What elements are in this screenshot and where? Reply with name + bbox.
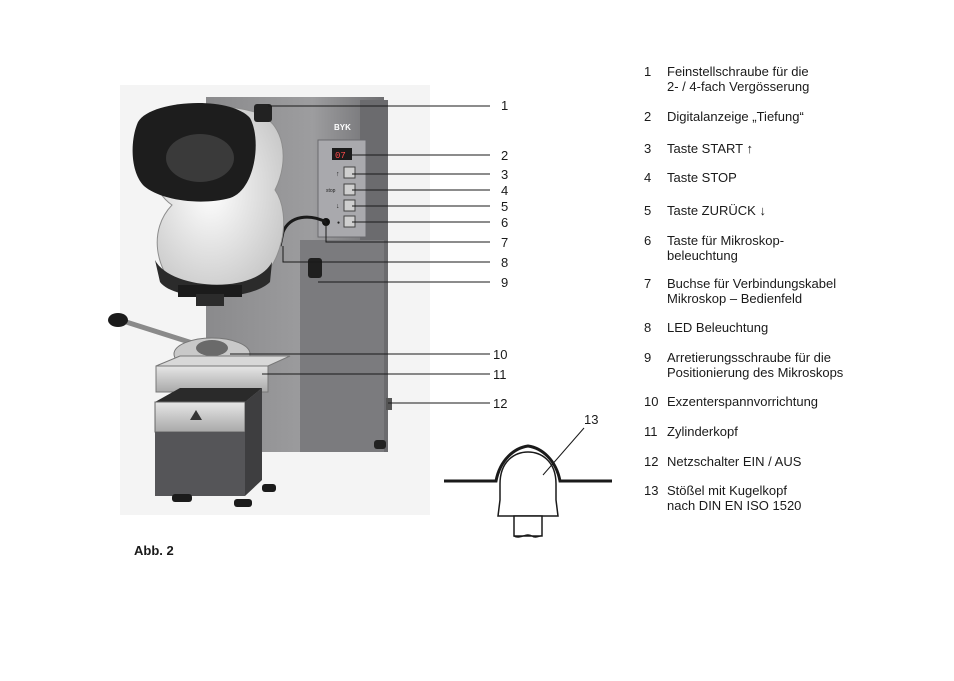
legend-number: 10 <box>644 394 659 409</box>
brand-logo: BYK <box>334 123 351 132</box>
legend-text: Netzschalter EIN / AUS <box>667 454 802 469</box>
legend-number: 2 <box>644 109 652 124</box>
legend-item: 9 Arretierungsschraube für die Positionie… <box>644 350 843 380</box>
back-button-label: ↓ <box>336 203 340 210</box>
legend-text: Zylinderkopf <box>667 424 738 439</box>
legend-text: Arretierungsschraube für die Positionier… <box>667 350 844 380</box>
legend-text: Stößel mit Kugelkopf nach DIN EN ISO 152… <box>667 483 802 513</box>
callout-5: 5 <box>501 199 508 214</box>
column-rear <box>300 240 384 452</box>
legend-text: Digitalanzeige „Tiefung“ <box>667 109 804 124</box>
legend-item: 7 Buchse für Verbindungskabel Mikroskop –… <box>644 276 836 306</box>
legend-number: 8 <box>644 320 652 335</box>
legend-number: 6 <box>644 233 652 248</box>
legend-item: 3 Taste START ↑ <box>644 141 753 156</box>
leader-lines <box>230 105 490 404</box>
callout-6: 6 <box>501 215 508 230</box>
callout-13: 13 <box>584 412 598 427</box>
legend-number: 3 <box>644 141 652 156</box>
lever-knob[interactable] <box>108 313 128 327</box>
callout-2: 2 <box>501 148 508 163</box>
legend-text: Feinstellschraube für die 2- / 4-fach Ve… <box>667 64 810 94</box>
legend-text: Taste ZURÜCK ↓ <box>667 203 766 218</box>
legend-item: 13 Stößel mit Kugelkopf nach DIN EN ISO 1… <box>644 483 801 513</box>
objective <box>196 294 224 306</box>
callout-3: 3 <box>501 167 508 182</box>
legend-number: 11 <box>644 424 658 439</box>
legend-item: 10 Exzenterspannvorrichtung <box>644 394 818 409</box>
clamp-ring-hole <box>196 340 228 356</box>
legend-number: 9 <box>644 350 652 365</box>
base-side <box>245 388 262 496</box>
legend-text: Taste STOP <box>667 170 737 185</box>
legend-number: 12 <box>644 454 659 469</box>
power-switch[interactable] <box>386 398 392 410</box>
foot-middle <box>234 499 252 507</box>
callout-8: 8 <box>501 255 508 270</box>
callout-12: 12 <box>493 396 507 411</box>
callout-10: 10 <box>493 347 507 362</box>
legend-item: 12 Netzschalter EIN / AUS <box>644 454 801 469</box>
locking-screw[interactable] <box>308 258 322 278</box>
base-top <box>155 388 262 402</box>
foot-rear <box>262 484 276 492</box>
display-value: 07 <box>335 151 346 161</box>
figure-caption: Abb. 2 <box>134 543 174 558</box>
legend-number: 5 <box>644 203 652 218</box>
legend-number: 7 <box>644 276 652 291</box>
legend-number: 13 <box>644 483 659 498</box>
callout-7: 7 <box>501 235 508 250</box>
start-button[interactable] <box>343 166 356 179</box>
callout-4: 4 <box>501 183 508 198</box>
callout-1: 1 <box>501 98 508 113</box>
stop-button-label: stop <box>326 188 336 194</box>
legend-item: 1 Feinstellschraube für die 2- / 4-fach V… <box>644 64 809 94</box>
legend-text: Buchse für Verbindungskabel Mikroskop – … <box>667 276 837 306</box>
legend-text: LED Beleuchtung <box>667 320 769 335</box>
warning-icon <box>190 410 202 420</box>
cylinder-head-top <box>155 355 291 367</box>
legend-item: 2 Digitalanzeige „Tiefung“ <box>644 109 804 124</box>
base-body <box>155 432 245 496</box>
foot-left <box>172 494 192 502</box>
callout-11: 11 <box>493 367 507 382</box>
callout-9: 9 <box>501 275 508 290</box>
fine-adjustment-screw[interactable] <box>254 104 272 122</box>
legend-number: 1 <box>644 64 652 79</box>
legend-item: 8 LED Beleuchtung <box>644 320 768 335</box>
legend-number: 4 <box>644 170 652 185</box>
legend-text: Taste START ↑ <box>667 141 753 156</box>
foot-right <box>374 440 386 449</box>
legend-item: 4 Taste STOP <box>644 170 737 185</box>
objective-mount <box>178 285 242 297</box>
legend-text: Taste für Mikroskop- beleuchtung <box>667 233 785 263</box>
eyepiece-lens <box>166 134 234 182</box>
legend-item: 11 Zylinderkopf <box>644 424 738 439</box>
legend-item: 6 Taste für Mikroskop- beleuchtung <box>644 233 784 263</box>
digital-display <box>332 148 352 160</box>
punch-detail-drawing <box>444 427 612 538</box>
legend-item: 5 Taste ZURÜCK ↓ <box>644 203 766 218</box>
start-button-label: ↑ <box>336 171 340 178</box>
light-button-label: ● <box>337 220 340 226</box>
legend-text: Exzenterspannvorrichtung <box>667 394 819 409</box>
